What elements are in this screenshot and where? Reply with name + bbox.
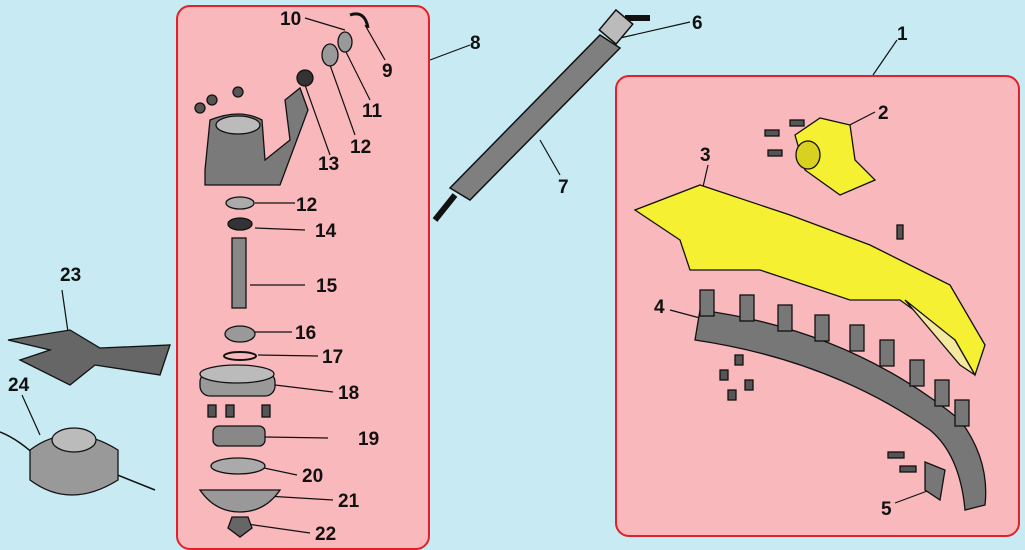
part-label-4: 4: [654, 297, 665, 318]
part-label-11: 11: [362, 101, 383, 122]
part-label-7: 7: [558, 177, 569, 198]
part-label-2: 2: [878, 103, 889, 124]
part-label-14: 14: [315, 221, 337, 242]
part-label-18: 18: [338, 383, 360, 404]
drive-shaft-tube: [432, 8, 650, 222]
part-label-10: 10: [280, 9, 302, 30]
part-label-23: 23: [60, 265, 82, 286]
part-label-21: 21: [338, 491, 360, 512]
part-label-16: 16: [295, 323, 317, 344]
part-label-15: 15: [316, 276, 338, 297]
part-label-17: 17: [322, 347, 344, 368]
part-label-6: 6: [692, 13, 703, 34]
part-label-13: 13: [318, 154, 340, 175]
part-label-1: 1: [897, 24, 908, 45]
part-label-9: 9: [382, 61, 393, 82]
part-label-22: 22: [315, 524, 337, 545]
part-label-19: 19: [358, 429, 380, 450]
part-label-12b: 12: [296, 195, 318, 216]
part-label-20: 20: [302, 466, 324, 487]
part-label-24: 24: [8, 375, 30, 396]
part-label-12a: 12: [350, 137, 372, 158]
part-label-5: 5: [881, 499, 892, 520]
part-label-3: 3: [700, 145, 711, 166]
part-label-8: 8: [470, 33, 481, 54]
